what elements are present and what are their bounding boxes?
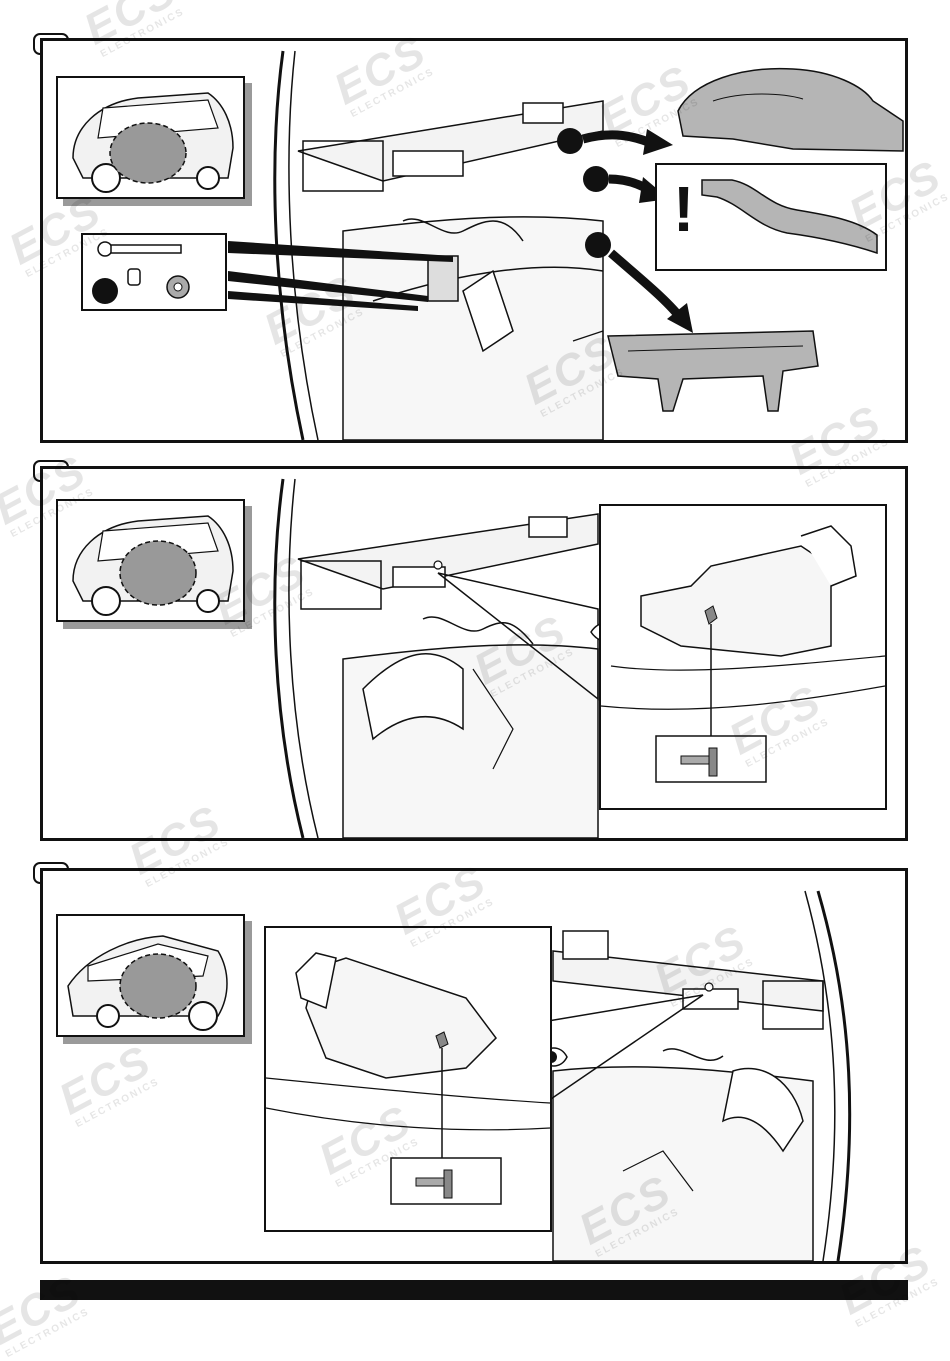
push-clip-icon [680, 747, 718, 777]
trim-panel-part-icon [677, 67, 904, 152]
ratchet-icon [97, 241, 182, 257]
tools-box [81, 233, 227, 311]
step-dot-icon [583, 166, 609, 192]
socket-icon [127, 268, 141, 286]
car-thumbnail-3 [56, 914, 245, 1037]
footer-bar [40, 1280, 908, 1300]
zoom-detail-2 [599, 504, 887, 810]
push-clip-icon [435, 1031, 449, 1049]
car-thumbnail-1 [56, 76, 245, 199]
zoom-detail-3 [264, 926, 552, 1232]
car-rear-icon [67, 935, 228, 1031]
clip-part-icon [166, 275, 190, 299]
car-rear-icon [72, 515, 234, 616]
panel-step-2 [40, 466, 908, 841]
bracket-part-icon [607, 330, 819, 412]
panel-step-1: ! [40, 38, 908, 443]
step-dot-icon [585, 232, 611, 258]
step-dot-icon [557, 128, 583, 154]
step-dot-icon [92, 278, 118, 304]
push-clip-icon [415, 1169, 453, 1199]
warning-box: ! [655, 163, 887, 271]
car-thumbnail-2 [56, 499, 245, 622]
warning-mark: ! [673, 173, 695, 245]
push-clip-icon [704, 605, 718, 625]
interior-illustration-3 [538, 890, 852, 1261]
car-rear-icon [72, 92, 234, 193]
air-duct-part-icon [701, 179, 878, 255]
interior-illustration-1 [228, 50, 904, 440]
panel-step-3 [40, 868, 908, 1264]
